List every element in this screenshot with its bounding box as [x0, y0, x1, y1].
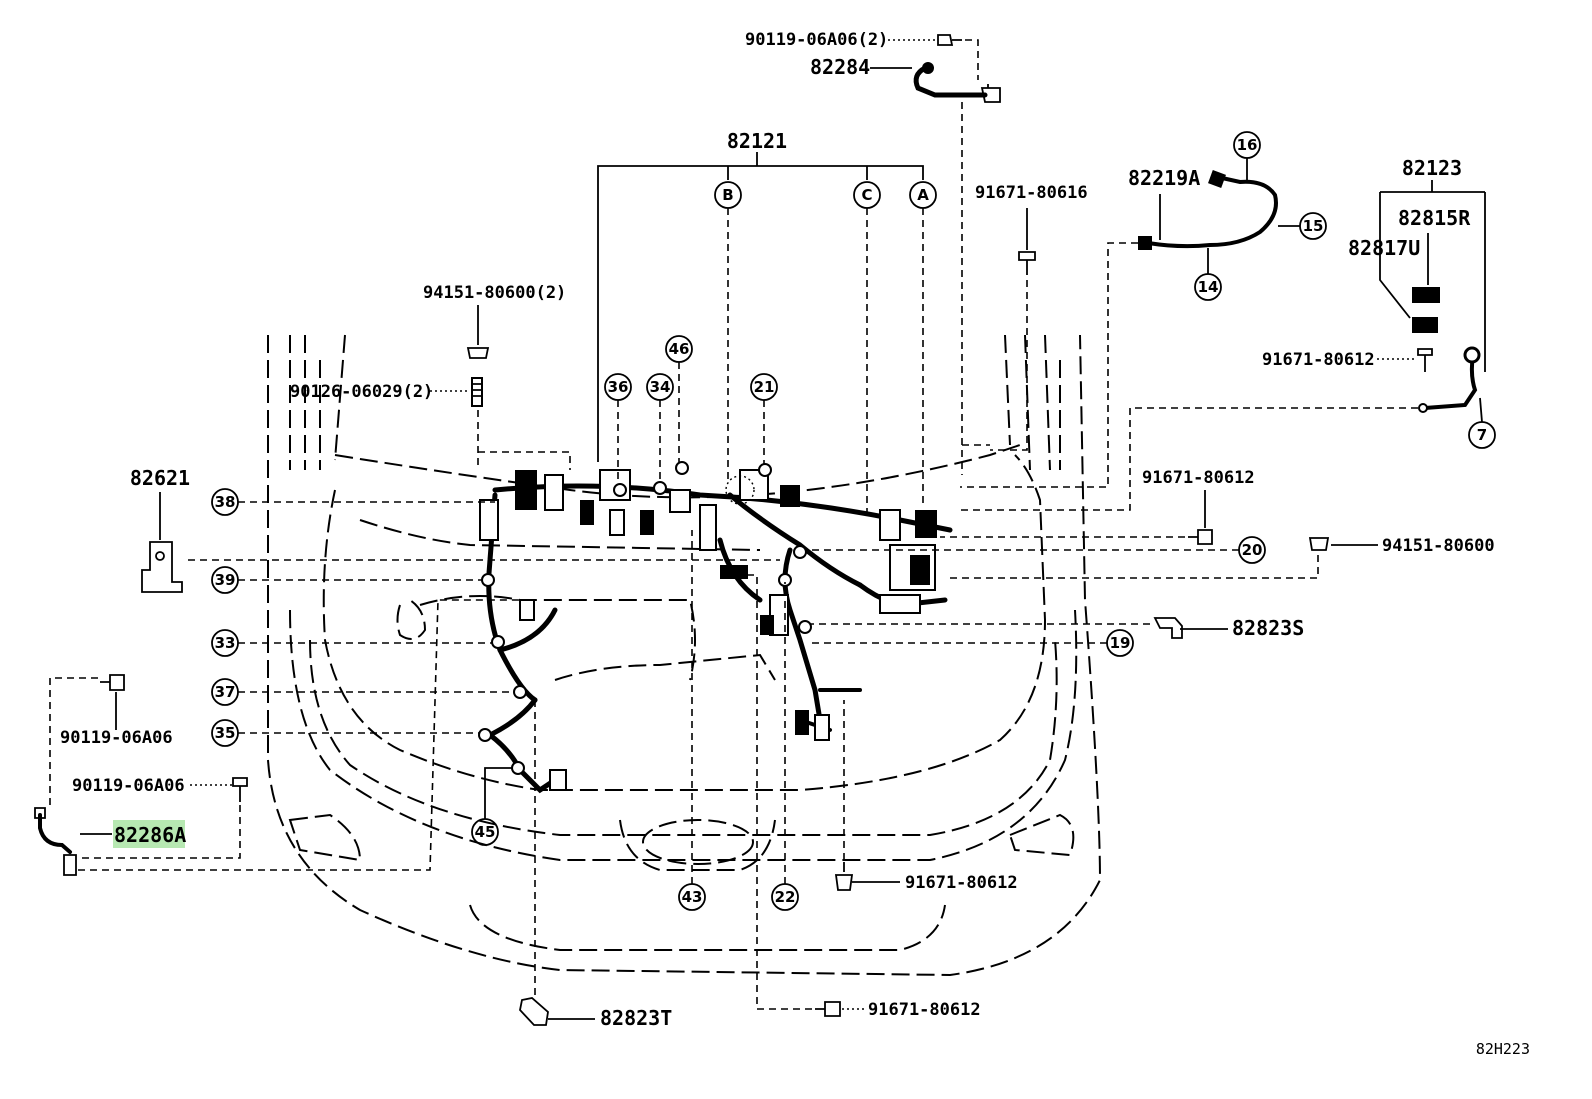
connector-19-callout: 19 — [812, 629, 1134, 657]
connector-39: 39 — [215, 571, 236, 589]
engine-room-main-harness — [478, 461, 953, 794]
connector-33: 33 — [215, 634, 236, 652]
vehicle-front-outline — [267, 334, 1102, 977]
part-82121: 82121 — [727, 129, 787, 153]
bottom-callouts: 43 22 91671-80612 82823T 91671-80612 — [519, 530, 1018, 1030]
part-94151-80600-2: 94151-80600(2) — [423, 283, 566, 303]
connector-19: 19 — [1110, 634, 1131, 652]
connector-45: 45 — [475, 823, 496, 841]
connector-22: 22 — [775, 888, 796, 906]
bracket-82621-callout: 82621 — [130, 466, 780, 593]
nut-94151-80600-callout: 94151-80600 — [945, 536, 1495, 579]
part-94151-80600: 94151-80600 — [1382, 536, 1495, 556]
connector-7: 7 — [1477, 426, 1487, 444]
part-82286a: 82286A — [114, 823, 186, 847]
connector-20: 20 — [1242, 541, 1263, 559]
part-82284: 82284 — [810, 55, 870, 79]
part-82815r: 82815R — [1398, 206, 1471, 230]
left-connector-callouts: 38 39 33 37 35 45 — [211, 488, 514, 846]
part-90119-06a06-upper: 90119-06A06 — [60, 728, 173, 748]
nut-94151-80600-2-callout: 94151-80600(2) — [423, 283, 566, 359]
top-connector-callouts: 46 36 34 21 — [604, 335, 778, 484]
part-90119-06a06-2: 90119-06A06(2) — [745, 30, 888, 50]
branch-ref-c: C — [861, 186, 872, 204]
connector-15: 15 — [1303, 217, 1324, 235]
connector-34: 34 — [650, 378, 671, 396]
part-91671-80612-low: 91671-80612 — [905, 873, 1018, 893]
connector-36: 36 — [608, 378, 629, 396]
connector-35: 35 — [215, 724, 236, 742]
connector-20-callout: 20 — [805, 536, 1266, 564]
bolt-91671-80612-mid-callout: 91671-80612 — [940, 468, 1255, 545]
part-90119-06a06-lower: 90119-06A06 — [72, 776, 185, 796]
diagram-id: 82H223 — [1476, 1040, 1530, 1058]
connector-46: 46 — [669, 340, 690, 358]
harness-82123-callout: 82123 82815R 82817U 91671-80612 7 — [960, 156, 1496, 511]
harness-82219a-callout: 82219A 16 15 14 — [960, 131, 1327, 488]
branch-ref-a: A — [917, 186, 929, 204]
clip-82823s-callout: 82823S — [810, 616, 1304, 640]
part-82817u: 82817U — [1348, 236, 1420, 260]
branch-ref-b: B — [722, 186, 733, 204]
connector-38: 38 — [215, 493, 236, 511]
part-91671-80612-bottom: 91671-80612 — [868, 1000, 981, 1020]
connector-37: 37 — [215, 683, 236, 701]
part-82621: 82621 — [130, 466, 190, 490]
harness-82121-callout: 82121 B C A — [597, 129, 937, 520]
harness-82286a-callout: 90119-06A06 90119-06A06 82286A — [34, 599, 520, 876]
part-90126-06029-2: 90126-06029(2) — [290, 382, 433, 402]
bolt-91671-80616-callout: 91671-80616 — [975, 183, 1088, 451]
connector-43: 43 — [682, 888, 703, 906]
part-91671-80612-82123: 91671-80612 — [1262, 350, 1375, 370]
connector-14: 14 — [1198, 278, 1219, 296]
part-82219a: 82219A — [1128, 166, 1200, 190]
part-82823t: 82823T — [600, 1006, 672, 1030]
harness-82284-callout: 90119-06A06(2) 82284 — [745, 30, 1001, 475]
connector-21: 21 — [754, 378, 775, 396]
part-91671-80616: 91671-80616 — [975, 183, 1088, 203]
part-82123: 82123 — [1402, 156, 1462, 180]
connector-16: 16 — [1237, 136, 1258, 154]
part-82823s: 82823S — [1232, 616, 1304, 640]
part-91671-80612-mid: 91671-80612 — [1142, 468, 1255, 488]
stud-90126-06029-2-callout: 90126-06029(2) — [290, 377, 571, 470]
